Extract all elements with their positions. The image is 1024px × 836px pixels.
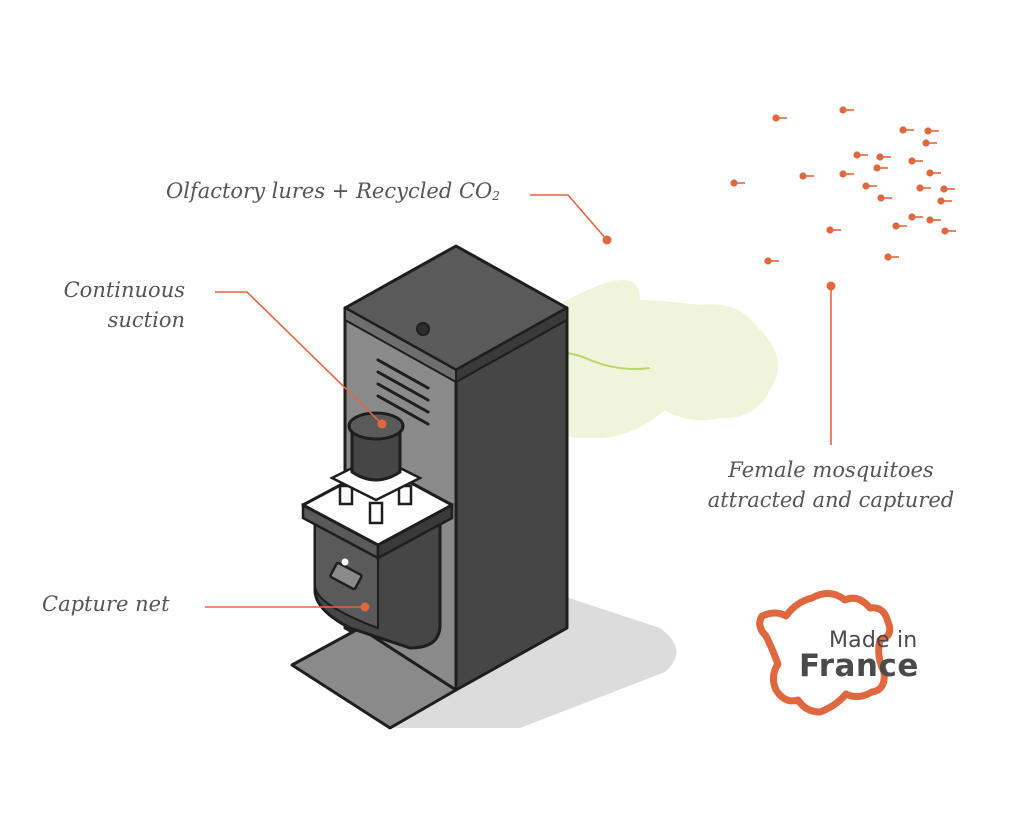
vent-slots	[376, 358, 430, 426]
mosquito-swarm	[730, 106, 956, 265]
leader-lines	[205, 194, 832, 608]
mosquito-icon	[892, 222, 907, 230]
mosquito-icon	[926, 216, 941, 224]
mosquito-icon	[940, 185, 955, 193]
female-mosquitoes-label: Female mosquitoes attracted and captured	[700, 455, 962, 516]
mosquito-icon	[899, 126, 914, 134]
tower-top-hole	[416, 322, 430, 336]
mosquito-icon	[764, 257, 779, 265]
mosquito-icon	[839, 170, 854, 178]
mosquito-icon	[730, 179, 745, 187]
base-plate	[290, 626, 458, 730]
mosquito-icon	[799, 172, 814, 180]
machine-shadow	[390, 595, 677, 728]
net-handle	[329, 561, 363, 591]
leader-dots	[360, 235, 836, 612]
mosquito-icon	[916, 184, 931, 192]
co2-subscript: 2	[492, 189, 500, 203]
mosquito-icon	[926, 169, 941, 177]
mosquito-icon	[922, 139, 937, 147]
suction-line-2: suction	[107, 308, 185, 333]
mosquito-icon	[839, 106, 854, 114]
mosquito-icon	[908, 213, 923, 221]
mosquito-icon	[862, 182, 877, 190]
female-line-2: attracted and captured	[707, 488, 955, 513]
net-indicator	[341, 558, 349, 566]
france-map-icon	[756, 590, 894, 716]
mosquito-icon	[873, 164, 888, 172]
olfactory-lures-label: Olfactory lures + Recycled CO2	[166, 179, 500, 203]
mosquito-icon	[876, 153, 891, 161]
mosquito-icon	[884, 253, 899, 261]
france-text: France	[799, 648, 919, 684]
mosquito-icon	[853, 151, 868, 159]
tower-lip-side	[455, 306, 568, 384]
mosquito-icon	[877, 194, 892, 202]
mosquito-icon	[924, 127, 939, 135]
mosquito-icon	[826, 226, 841, 234]
mosquito-icon	[941, 227, 956, 235]
continuous-suction-label: Continuous suction	[40, 275, 185, 336]
made-in-text: Made in	[829, 628, 918, 653]
capture-net-label: Capture net	[42, 592, 170, 616]
suction-canister-top	[347, 411, 405, 441]
mosquito-icon	[908, 157, 923, 165]
female-line-1: Female mosquitoes	[728, 458, 934, 482]
suction-line-1: Continuous	[63, 278, 185, 302]
suction-canister	[350, 424, 402, 482]
mosquito-icon	[772, 114, 787, 122]
mosquito-icon	[937, 197, 952, 205]
